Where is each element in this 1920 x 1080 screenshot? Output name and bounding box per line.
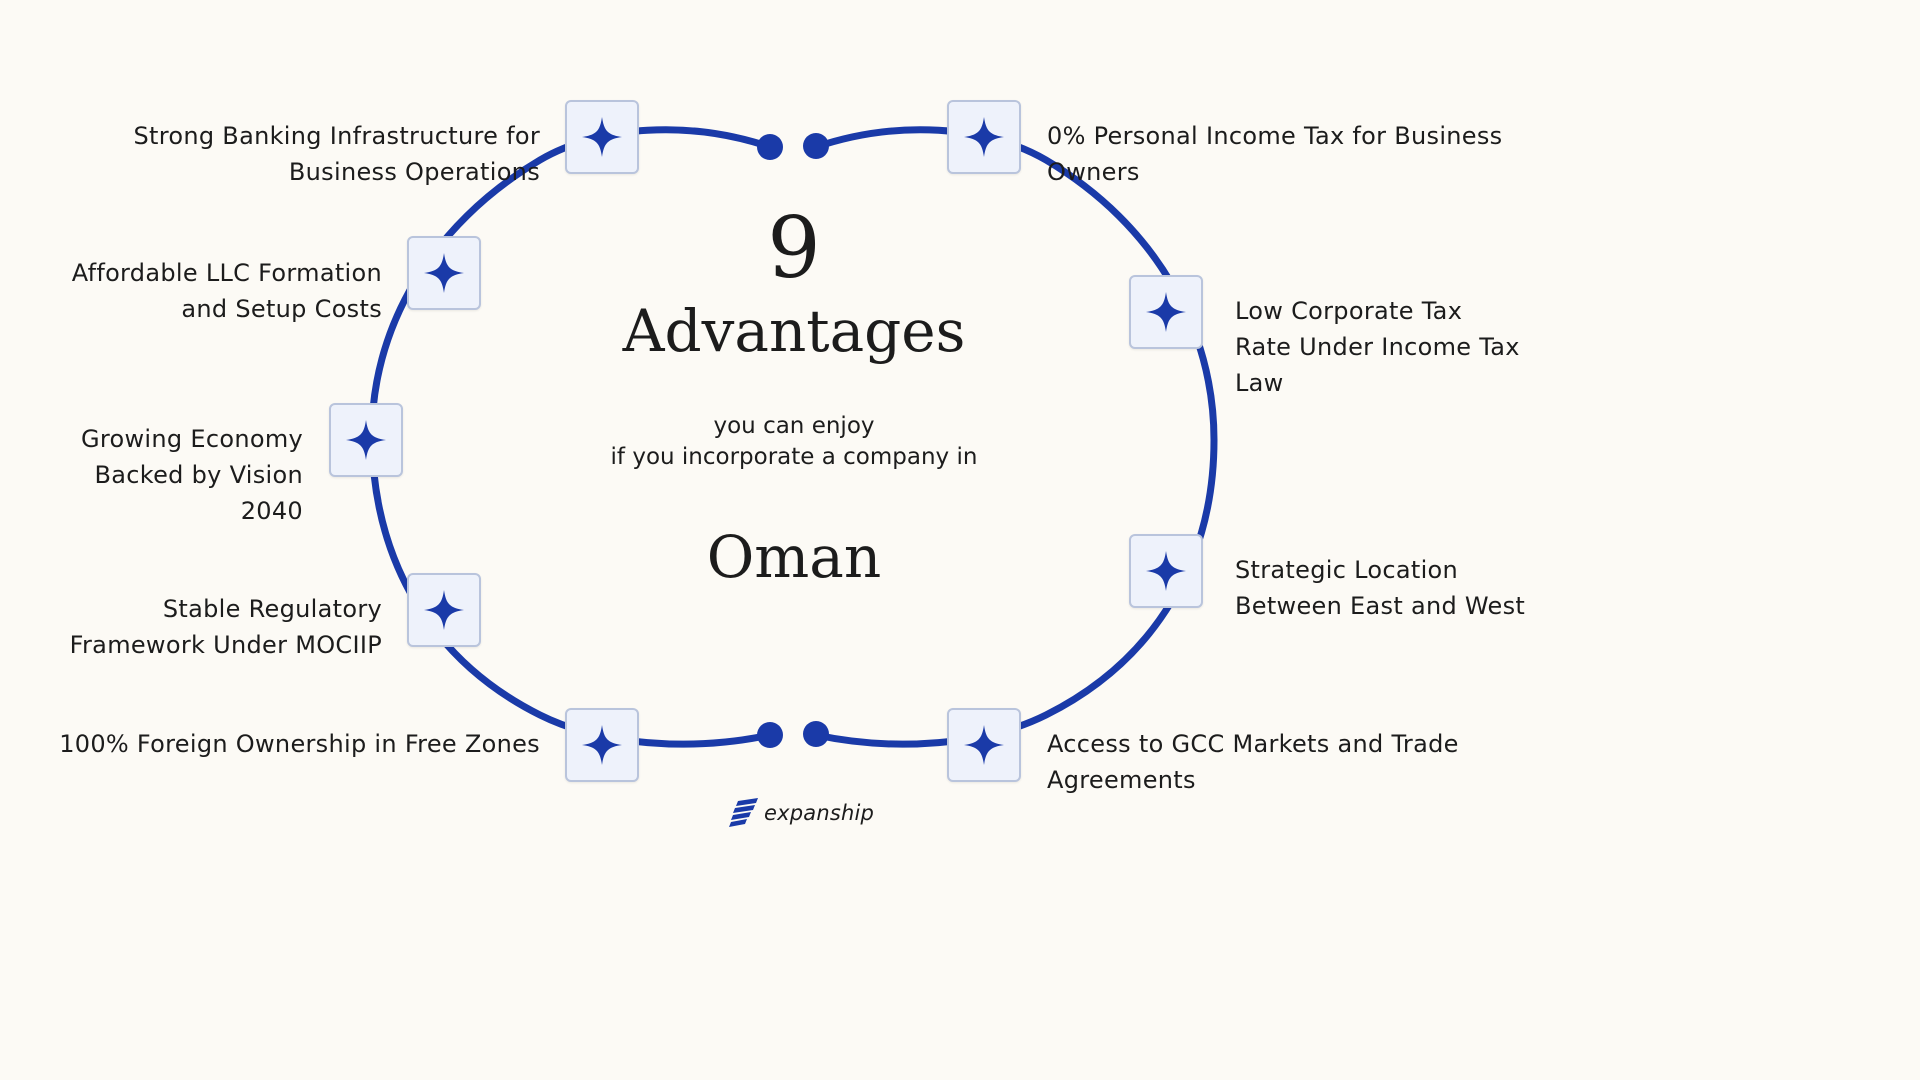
advantage-label-4-line-2: Framework Under MOCIIP (69, 631, 382, 659)
advantage-label-7: Low Corporate Tax Rate Under Income Tax … (1235, 293, 1555, 401)
advantage-label-7-line-2: Rate Under Income Tax (1235, 333, 1520, 361)
advantage-label-2-line-2: and Setup Costs (181, 295, 382, 323)
infographic: Strong Banking Infrastructure for Busine… (20, 100, 1555, 830)
advantage-label-2-line-1: Affordable LLC Formation (71, 259, 382, 287)
advantage-label-6: 0% Personal Income Tax for Business Owne… (1047, 118, 1552, 190)
four-point-star-icon (424, 253, 464, 293)
advantage-node-2 (407, 236, 481, 310)
advantage-label-2: Affordable LLC Formation and Setup Costs (20, 255, 382, 327)
advantage-label-7-line-3: Law (1235, 369, 1284, 397)
advantage-label-9: Access to GCC Markets and Trade Agreemen… (1047, 726, 1552, 798)
center-subtitle-line-1: you can enjoy (713, 413, 875, 439)
advantage-label-4: Stable Regulatory Framework Under MOCIIP (20, 591, 382, 663)
advantage-label-3-line-1: Growing Economy (80, 425, 303, 453)
center-title: Advantages (622, 297, 966, 365)
advantage-label-1-line-2: Business Operations (288, 158, 540, 186)
advantage-label-8-line-1: Strategic Location (1235, 556, 1459, 584)
ring-dot-top-left (757, 134, 783, 160)
advantage-label-4-line-1: Stable Regulatory (162, 595, 382, 623)
advantage-label-1: Strong Banking Infrastructure for Busine… (40, 118, 540, 190)
expanship-logo-icon (728, 797, 760, 829)
advantage-label-8-line-2: Between East and West (1235, 592, 1526, 620)
advantage-label-3-line-2: Backed by Vision (94, 461, 303, 489)
advantage-label-9-line-1: Access to GCC Markets and Trade (1047, 730, 1459, 758)
four-point-star-icon (964, 117, 1004, 157)
advantage-node-7 (1129, 275, 1203, 349)
ring-dot-bottom-right (803, 721, 829, 747)
four-point-star-icon (1146, 292, 1186, 332)
advantage-label-5-line-1: 100% Foreign Ownership in Free Zones (59, 730, 540, 758)
advantage-label-1-line-1: Strong Banking Infrastructure for (133, 122, 540, 150)
advantage-label-8: Strategic Location Between East and West (1235, 552, 1555, 624)
advantage-node-5 (565, 708, 639, 782)
advantage-label-3-line-3: 2040 (240, 497, 303, 525)
advantage-node-1 (565, 100, 639, 174)
four-point-star-icon (1146, 551, 1186, 591)
center-country: Oman (706, 523, 882, 591)
advantage-label-9-line-2: Agreements (1047, 766, 1196, 794)
four-point-star-icon (582, 725, 622, 765)
advantage-node-8 (1129, 534, 1203, 608)
four-point-star-icon (582, 117, 622, 157)
advantage-node-6 (947, 100, 1021, 174)
center-subtitle: you can enjoy if you incorporate a compa… (544, 411, 1044, 473)
ring-dot-bottom-left (757, 722, 783, 748)
advantage-label-5: 100% Foreign Ownership in Free Zones (20, 726, 540, 762)
center-subtitle-line-2: if you incorporate a company in (610, 444, 978, 470)
brand-logo: expanship (728, 796, 874, 830)
advantage-node-3 (329, 403, 403, 477)
center-number: 9 (767, 199, 821, 297)
ring-dot-top-right (803, 133, 829, 159)
advantage-label-6-line-2: Owners (1047, 158, 1140, 186)
four-point-star-icon (346, 420, 386, 460)
advantage-node-4 (407, 573, 481, 647)
brand-name: expanship (764, 801, 875, 825)
advantage-label-7-line-1: Low Corporate Tax (1235, 297, 1463, 325)
advantage-label-3: Growing Economy Backed by Vision 2040 (20, 421, 303, 529)
four-point-star-icon (964, 725, 1004, 765)
advantage-node-9 (947, 708, 1021, 782)
advantage-label-6-line-1: 0% Personal Income Tax for Business (1047, 122, 1503, 150)
four-point-star-icon (424, 590, 464, 630)
